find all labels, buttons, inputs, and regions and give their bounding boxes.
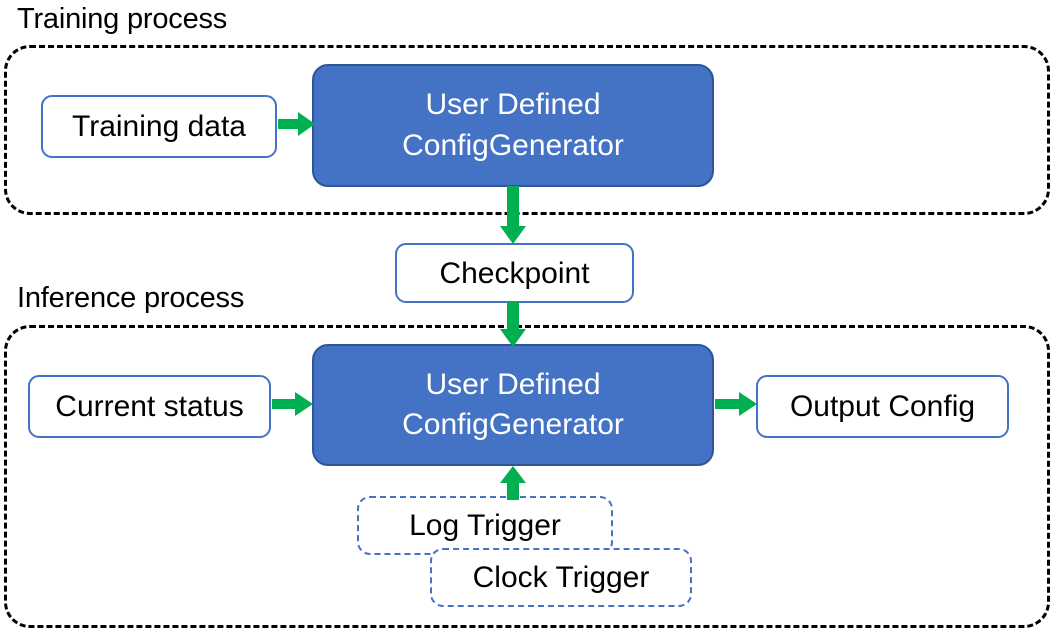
node-training-data[interactable]: Training data: [41, 95, 277, 158]
node-clock-trigger[interactable]: Clock Trigger: [430, 548, 692, 607]
arrow-generator-to-checkpoint-icon: [498, 186, 528, 246]
arrow-generator-to-output-config-icon: [715, 390, 758, 418]
node-label-line-1: User Defined: [425, 88, 601, 121]
node-label-line-1: User Defined: [425, 367, 601, 401]
node-label-line-2: ConfigGenerator: [402, 408, 624, 441]
arrow-checkpoint-to-generator-icon: [498, 302, 528, 348]
node-user-defined-configgenerator-training[interactable]: User Defined ConfigGenerator: [312, 64, 714, 187]
arrow-training-data-to-generator-icon: [278, 110, 316, 138]
inference-process-label: Inference process: [17, 282, 245, 314]
node-checkpoint[interactable]: Checkpoint: [395, 243, 634, 303]
arrow-log-trigger-to-generator-icon: [498, 466, 528, 500]
training-process-label: Training process: [17, 3, 228, 35]
node-label-line-2: ConfigGenerator: [402, 128, 624, 162]
node-user-defined-configgenerator-inference[interactable]: User Defined ConfigGenerator: [312, 344, 714, 466]
node-log-trigger[interactable]: Log Trigger: [357, 496, 613, 555]
training-process-container: [4, 45, 1050, 215]
node-output-config[interactable]: Output Config: [756, 375, 1009, 438]
inference-process-container: [4, 325, 1050, 628]
arrow-current-status-to-generator-icon: [272, 390, 314, 418]
node-current-status[interactable]: Current status: [28, 375, 271, 438]
